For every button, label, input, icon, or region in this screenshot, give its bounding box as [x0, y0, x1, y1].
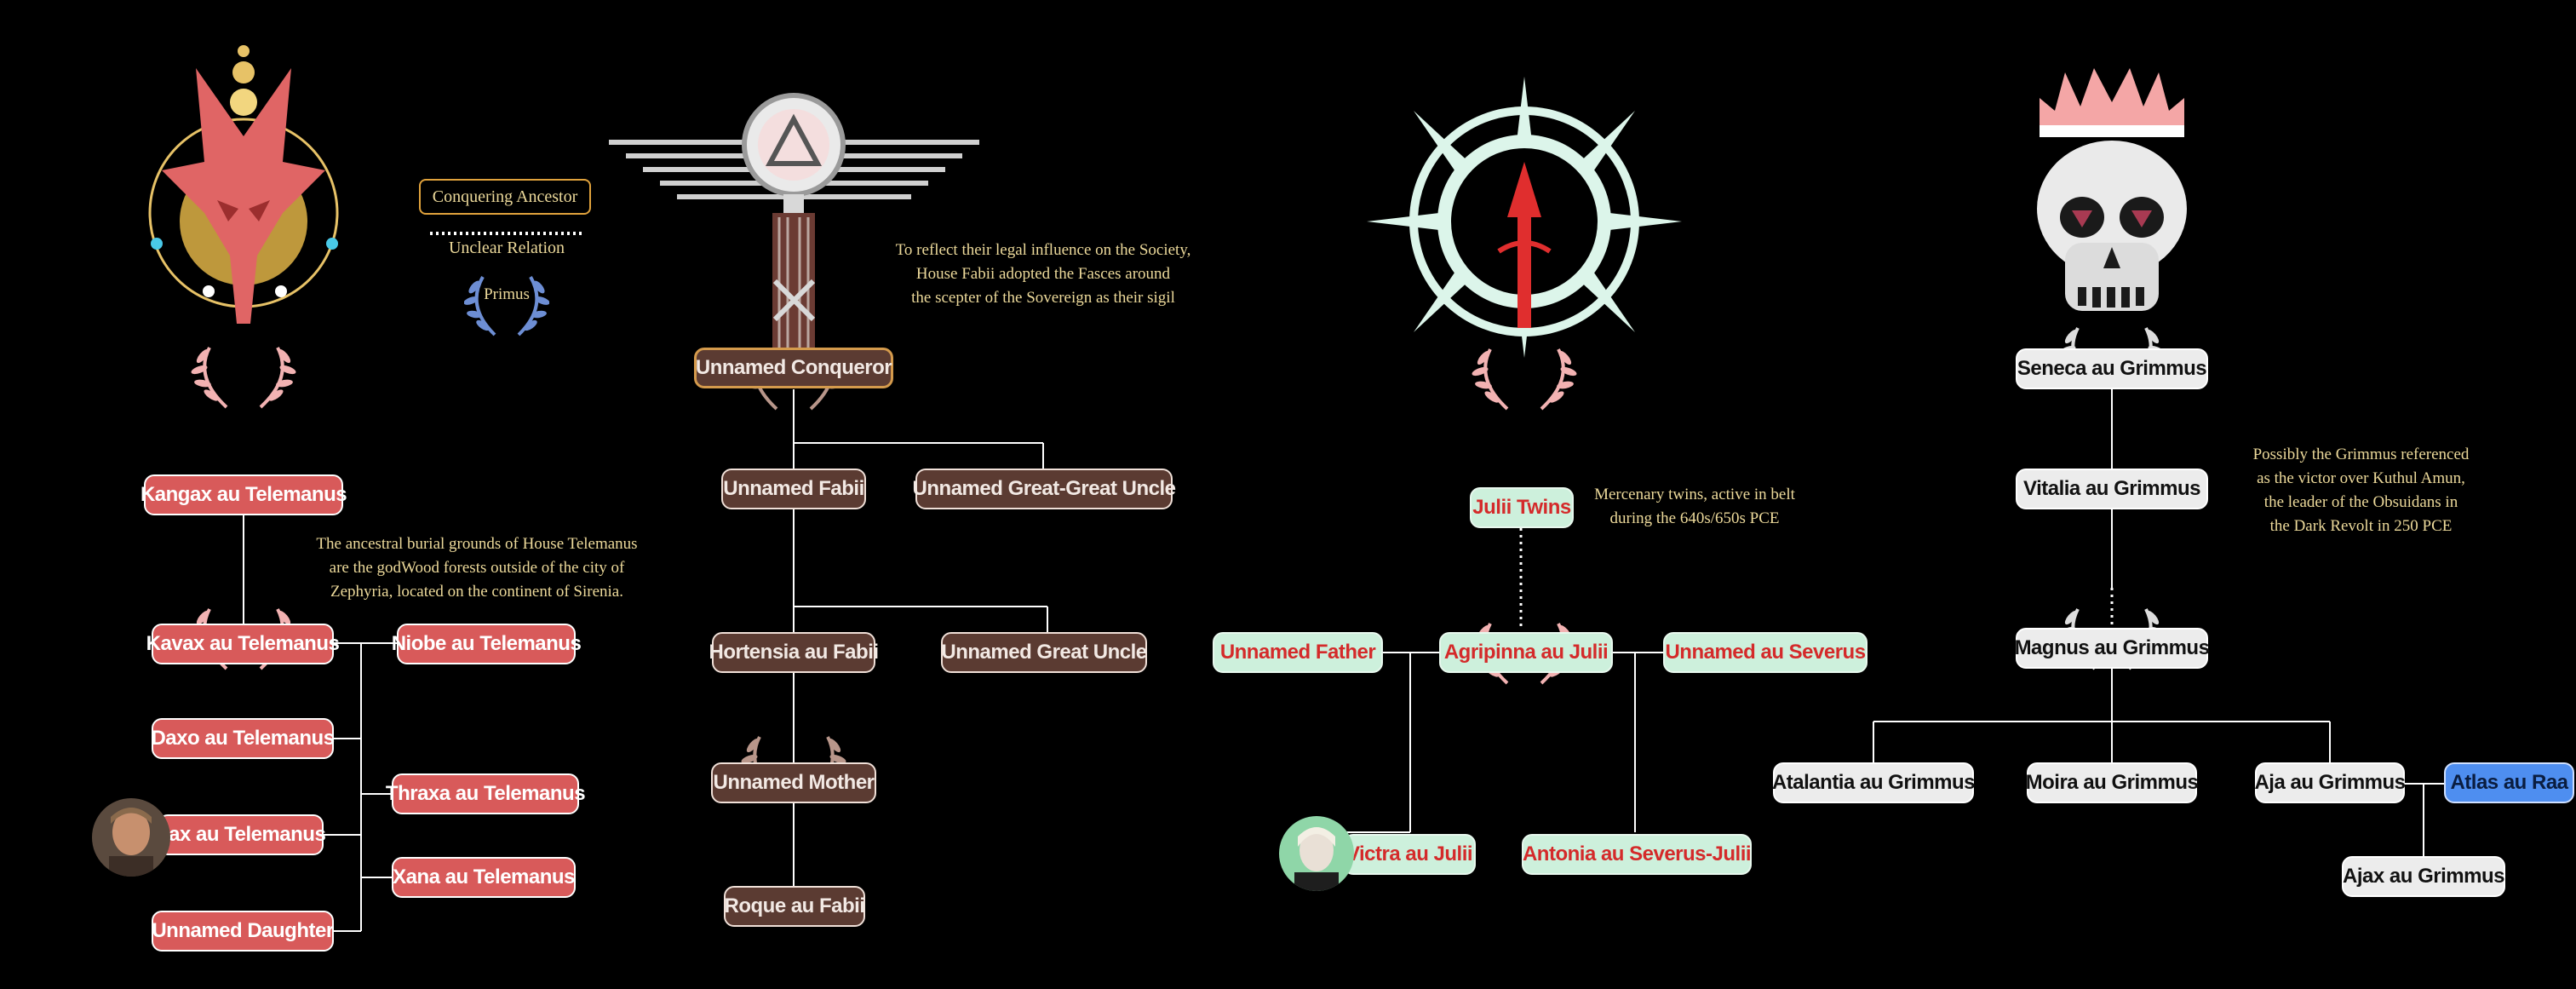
node-unnamed-fabii[interactable]: Unnamed Fabii	[721, 469, 866, 509]
telemanus-sigil-icon	[148, 45, 339, 324]
node-niobe[interactable]: Niobe au Telemanus	[392, 624, 582, 664]
fabii-note: To reflect their legal influence on the …	[895, 241, 1191, 307]
legend-primus-laurel-icon	[464, 276, 549, 336]
node-seneca[interactable]: Seneca au Grimmus	[2016, 348, 2208, 389]
grimmus-note: Possibly the Grimmus referenced as the v…	[2252, 446, 2470, 535]
victra-avatar	[1279, 816, 1354, 891]
node-julii-twins[interactable]: Julii Twins	[1470, 487, 1574, 528]
node-antonia[interactable]: Antonia au Severus-Julii	[1522, 834, 1752, 875]
node-hortensia[interactable]: Hortensia au Fabii	[709, 632, 879, 673]
node-great-uncle[interactable]: Unnamed Great Uncle	[941, 632, 1147, 673]
node-roque[interactable]: Roque au Fabii	[724, 886, 865, 927]
telemanus-note: The ancestral burial grounds of House Te…	[316, 535, 638, 601]
node-atalantia[interactable]: Atalantia au Grimmus	[1772, 762, 1976, 803]
node-atlas[interactable]: Atlas au Raa	[2444, 762, 2574, 803]
node-vitalia[interactable]: Vitalia au Grimmus	[2016, 469, 2208, 509]
node-unnamed-daughter[interactable]: Unnamed Daughter	[152, 911, 334, 952]
node-unnamed-father[interactable]: Unnamed Father	[1213, 632, 1383, 673]
pax-avatar	[92, 798, 170, 877]
legend-unclear-relation: Unclear Relation	[448, 239, 565, 257]
node-agrippina[interactable]: Agripinna au Julii	[1439, 632, 1613, 673]
node-ajax[interactable]: Ajax au Grimmus	[2342, 856, 2505, 897]
node-magnus[interactable]: Magnus au Grimmus	[2015, 628, 2210, 669]
node-unnamed-mother[interactable]: Unnamed Mother	[711, 762, 876, 803]
node-xana[interactable]: Xana au Telemanus	[392, 857, 576, 898]
node-pax[interactable]: Pax au Telemanus	[156, 814, 326, 855]
legend-dotted-line	[430, 232, 583, 235]
node-kangax[interactable]: Kangax au Telemanus	[141, 474, 347, 515]
node-aja[interactable]: Aja au Grimmus	[2254, 762, 2406, 803]
fabii-sigil-icon	[609, 93, 979, 358]
julii-sigil-icon	[1367, 77, 1682, 358]
julii-note: Mercenary twins, active in belt during t…	[1594, 486, 1795, 527]
node-unnamed-severus[interactable]: Unnamed au Severus	[1663, 632, 1867, 673]
node-moira[interactable]: Moira au Grimmus	[2026, 762, 2199, 803]
legend-primus: Primus	[484, 285, 530, 303]
node-great-great-uncle[interactable]: Unnamed Great-Great Uncle	[913, 469, 1176, 509]
grimmus-sigil-icon	[2037, 68, 2187, 311]
node-thraxa[interactable]: Thraxa au Telemanus	[386, 773, 586, 814]
legend-conquering-ancestor: Conquering Ancestor	[419, 179, 591, 215]
node-victra[interactable]: Victra au Julii	[1343, 834, 1476, 875]
node-unnamed-conqueror[interactable]: Unnamed Conqueror	[694, 348, 893, 388]
node-kavax[interactable]: Kavax au Telemanus	[146, 624, 340, 664]
node-daxo[interactable]: Daxo au Telemanus	[151, 718, 335, 759]
